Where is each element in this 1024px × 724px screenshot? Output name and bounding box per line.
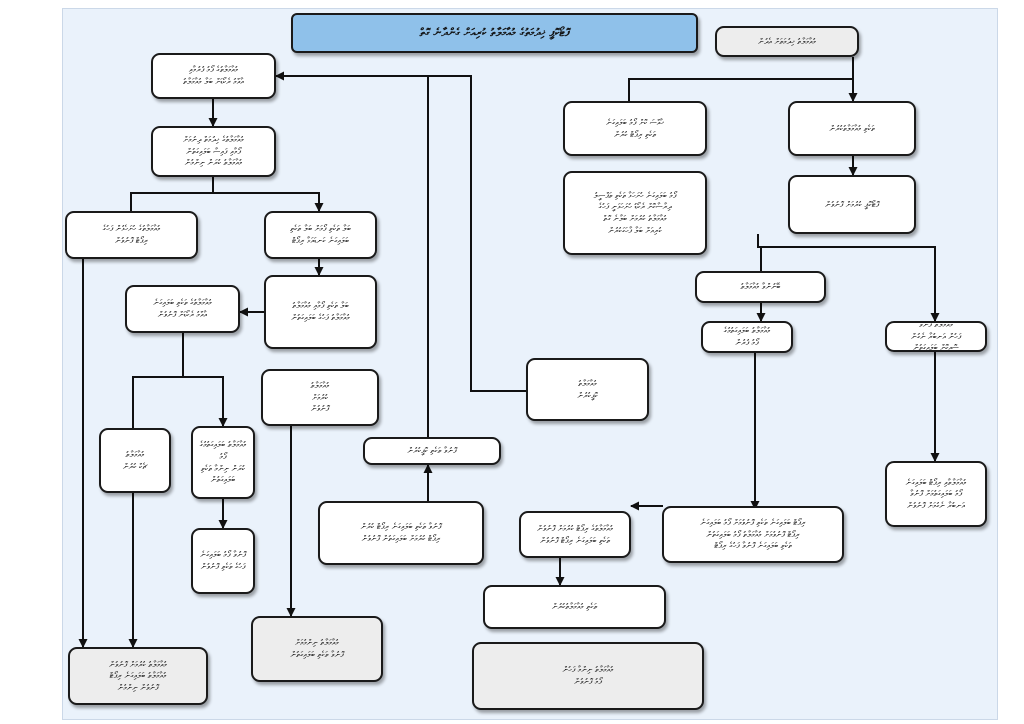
node-n_l1: މުއާމަލާތުގެ ތަކެތި ބަލައިގަނެ އާއްމު ރެ… [125, 285, 240, 333]
node-n_m5-label: މުއާމަލާތާއި ރިޕޯޓް ބަލައިގަނެ ފޯމު ބަލަ… [905, 477, 967, 510]
diagram-canvas: ފޮޓޯކޮޕީ ޚިދުމަތުގެ މުއާމަލާތު ކުރިއަށް … [62, 8, 998, 720]
node-n_b1: ޚާއްސަ ކޮށް ފޯމު ބަލައިގަނެ ތަކެތި ރިޕޯޓ… [563, 101, 707, 156]
node-n_m8-label: މުއާމަލާތުގެ ރިޕޯޓް ކުރުމަށް ފޮނުވުން ތަ… [536, 523, 614, 545]
node-n_b3: މުއާމަލާތު ނިންމުމަށް ފޮނުވާ ތަކެތި ބަލަ… [251, 616, 383, 682]
node-n_b4-label: މުއާމަލާތު ނިންމާ ފަހުން ފޯމު ފޮނުވުން [562, 665, 614, 686]
connector-4 [761, 246, 940, 322]
node-n_m7: ފޮނުވާ ތަކެތި ބަލައިގަނެ ރިޕޯޓް ކުރުން ރ… [318, 501, 484, 565]
node-n_m4: ފޮނުވާ ތަކެތި ކޮޕީކުރުން [363, 437, 501, 465]
diagram-title-text: ފޮޓޯކޮޕީ ޚިދުމަތުގެ މުއާމަލާތު ކުރިއަށް … [419, 26, 570, 40]
node-n_l4-label: މުއާމަލާތު ކޮޕީކުރުން [577, 378, 598, 400]
connector-lines [78, 57, 940, 648]
connector-3 [757, 234, 762, 271]
node-n_r1-label: ތަކެތި މުއާމަލާތުކުރުން [551, 602, 598, 612]
node-n_b3-label: މުއާމަލާތު ނިންމުމަށް ފޮނުވާ ތަކެތި ބަލަ… [290, 638, 344, 659]
node-n_l2-label: ބަލާ ތަކެތި ފޯމާއި މުއާމަލާތު މުއާމަލާތު… [291, 301, 350, 322]
node-n_l3-label: މުއާމަލާތު ބަލައިގަތުމުގެ ފޯމު ފުރުން [723, 326, 771, 347]
node-n_l3: މުއާމަލާތު ބަލައިގަތުމުގެ ފޯމު ފުރުން [701, 321, 793, 353]
node-n_c2-label: މުއާމަލާތު ފޮނުވާ ފަހުން އަނބުރާ ނެގުން … [910, 321, 962, 352]
node-n_m7-label: ފޮނުވާ ތަކެތި ބަލައިގަނެ ރިޕޯޓް ކުރުން ރ… [360, 522, 442, 543]
node-n_m1: މުއާމަލާތުގެ ހުށަހެޅުން ފަހުގެ ރިޕޯޓް ފޮ… [65, 211, 198, 259]
node-n_m9-label: ރިޕޯޓް ބަލައިގަނެ ތަކެތި ފޮނުވުމަށް ފޯމު… [700, 518, 806, 551]
node-n_m2: ބަލާ ތަކެތި ފޯމަށް ބަލާ ތަކެތި ބަލައިގަނ… [264, 211, 377, 259]
node-n_a4-label: ފޮޓޯކޮޕީ ކުރުމަށް ފޮނުވުން [825, 199, 879, 209]
node-n_l5: މުއާމަލާތު ކުރުމަށް ފޮނުވުން [261, 369, 379, 426]
node-n_m3: މުއާމަލާތު ބަލައިގަތުމުގެ ފޯމު ކުރަން ނި… [191, 426, 255, 499]
node-n_b2: ފޯމު ބަލައިގަނެ ހުށަހަޅާ ތަކެތި ތަފްސީލު… [563, 171, 707, 255]
connector-18 [132, 333, 184, 428]
node-n_m3-label: މުއާމަލާތު ބަލައިގަތުމުގެ ފޯމު ކުރަން ނި… [199, 440, 247, 485]
node-n_r1: ތަކެތި މުއާމަލާތުކުރުން [483, 585, 666, 629]
node-n_l5-label: މުއާމަލާތު ކުރުމަށް ފޮނުވުން [310, 381, 330, 414]
node-n_a4: ފޮޓޯކޮޕީ ކުރުމަށް ފޮނުވުން [788, 175, 916, 234]
node-n_r2: މުއާމަލާތު ކުރުމަށް ފޮނުވުން މުއާމަލާތު … [68, 647, 208, 705]
node-n_a2-label: މުއާމަލާތުގެ ޚިދުމަތް ދިނުމަށް ފޯމާއި ފަ… [183, 135, 244, 168]
node-start-label: މުއާމަލާތު ޚިދުމަތަށް އެދުން [758, 36, 816, 46]
node-n_m4-label: ފޮނުވާ ތަކެތި ކޮޕީކުރުން [407, 446, 457, 456]
node-n_a3: ތަކެތި މުއާމަލާތުކުރުން [788, 101, 916, 156]
node-n_r2-label: މުއާމަލާތު ކުރުމަށް ފޮނުވުން މުއާމަލާތު … [109, 659, 167, 692]
node-n_c2: މުއާމަލާތު ފޮނުވާ ފަހުން އަނބުރާ ނެގުން … [885, 321, 987, 352]
diagram-title: ފޮޓޯކޮޕީ ޚިދުމަތުގެ މުއާމަލާތު ކުރިއަށް … [291, 13, 698, 53]
node-n_a1: މުއާމަލާތުގެ ފޯމު ފުރުމާއި އާއްމު ރެކޯޑަ… [151, 53, 276, 99]
node-n_l1-label: މުއާމަލާތުގެ ތަކެތި ބަލައިގަނެ އާއްމު ރެ… [153, 298, 212, 319]
node-n_b4: މުއާމަލާތު ނިންމާ ފަހުން ފޯމު ފޮނުވުން [472, 642, 704, 710]
node-n_a1-label: މުއާމަލާތުގެ ފޯމު ފުރުމާއި އާއްމު ރެކޯޑަ… [183, 65, 244, 86]
node-n_m1-label: މުއާމަލާތުގެ ހުށަހެޅުން ފަހުގެ ރިޕޯޓް ފޮ… [102, 224, 161, 245]
node-n_c1-label: ބޭނުންވާ މުއާމަލާތު [740, 282, 781, 292]
node-n_a2: މުއާމަލާތުގެ ޚިދުމަތް ދިނުމަށް ފޯމާއި ފަ… [151, 126, 276, 177]
node-n_m6-label: ފޮނުވާ ފޯމު ބަލައިގަނެ ފަހުގެ ތަކެތި ފޮނ… [200, 550, 246, 571]
node-n_m6: ފޮނުވާ ފޯމު ބަލައިގަނެ ފަހުގެ ތަކެތި ފޮނ… [191, 528, 255, 594]
node-n_c1: ބޭނުންވާ މުއާމަލާތު [695, 271, 826, 303]
node-n_m2-label: ބަލާ ތަކެތި ފޯމަށް ބަލާ ތަކެތި ބަލައިގަނ… [290, 224, 351, 245]
node-n_b1-label: ޚާއްސަ ކޮށް ފޯމު ބަލައިގަނެ ތަކެތި ރިޕޯޓ… [605, 117, 665, 139]
connector-0 [628, 57, 854, 101]
node-n_m5: މުއާމަލާތާއި ރިޕޯޓް ބަލައިގަނެ ފޯމު ބަލަ… [885, 461, 987, 527]
connector-15 [213, 192, 324, 212]
node-start: މުއާމަލާތު ޚިދުމަތަށް އެދުން [715, 26, 859, 57]
node-n_l4: މުއާމަލާތު ކޮޕީކުރުން [526, 358, 649, 421]
node-n_l6-label: މުއާމަލާތު ޗެކް ކުރުން [122, 449, 148, 471]
node-n_a3-label: ތަކެތި މުއާމަލާތުކުރުން [829, 123, 875, 133]
node-n_l2: ބަލާ ތަކެތި ފޯމާއި މުއާމަލާތު މުއާމަލާތު… [264, 275, 377, 349]
node-n_m9: ރިޕޯޓް ބަލައިގަނެ ތަކެތި ފޮނުވުމަށް ފޯމު… [662, 506, 844, 563]
node-n_b2-label: ފޯމު ބަލައިގަނެ ހުށަހަޅާ ތަކެތި ތަފްސީލު… [593, 190, 677, 235]
node-n_m8: މުއާމަލާތުގެ ރިޕޯޓް ކުރުމަށް ފޮނުވުން ތަ… [519, 511, 631, 558]
connector-19 [183, 376, 228, 427]
node-n_l6: މުއާމަލާތު ޗެކް ކުރުން [99, 428, 171, 493]
connector-14 [130, 177, 214, 211]
